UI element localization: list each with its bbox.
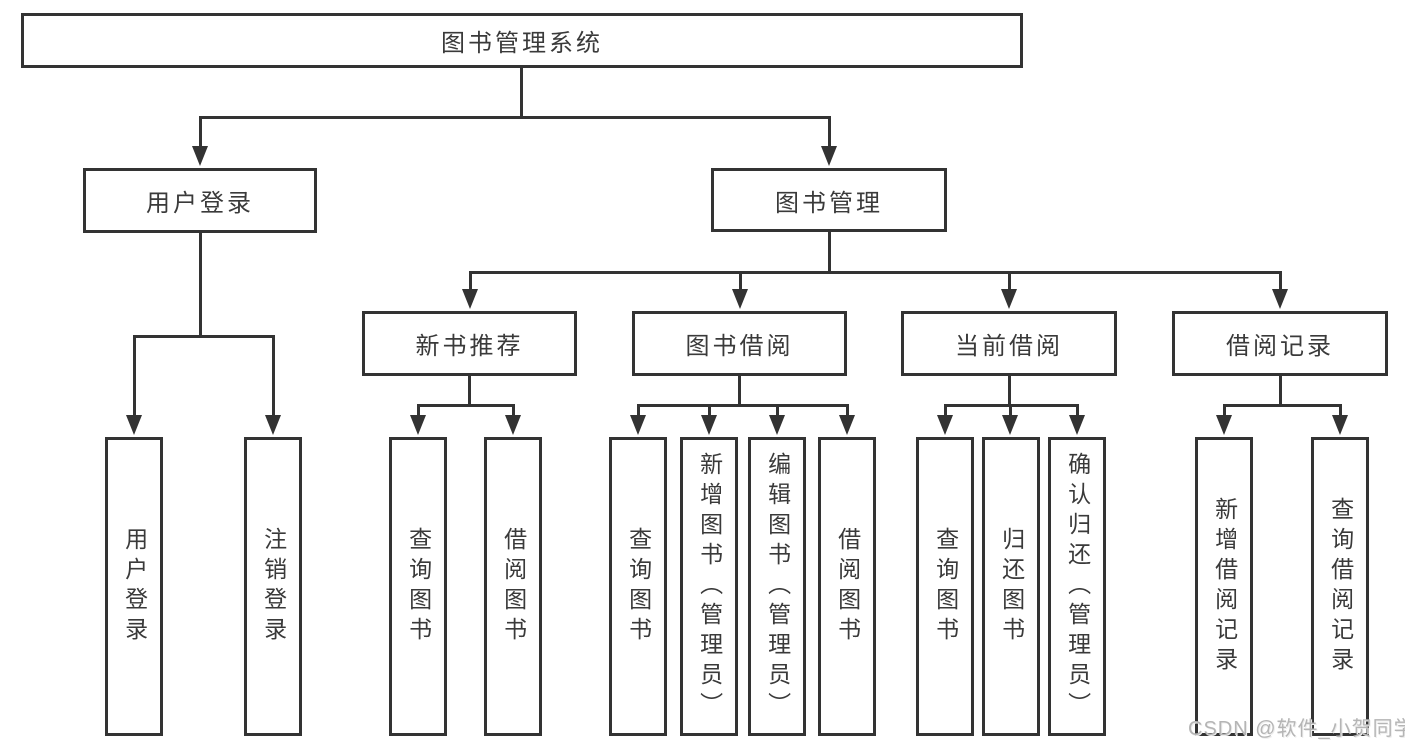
leaf-add-books-admin: 新增图书（管理员） — [680, 437, 738, 736]
connector-segment — [417, 404, 420, 415]
node-label: 注销登录 — [260, 526, 287, 647]
node-label: 归还图书 — [998, 526, 1025, 647]
node-book-management: 图书管理 — [711, 168, 947, 232]
leaf-query-books-2: 查询图书 — [609, 437, 667, 736]
connector-segment — [520, 68, 523, 116]
connector-segment — [1223, 404, 1226, 415]
node-label: 编辑图书（管理员） — [764, 451, 791, 722]
connector-segment — [828, 116, 831, 146]
connector-segment — [1279, 376, 1282, 405]
leaf-borrow-books-1: 借阅图书 — [484, 437, 542, 736]
watermark: CSDN @软件_小贺同学 — [1188, 718, 1405, 740]
leaf-borrow-books-2: 借阅图书 — [818, 437, 876, 736]
node-current-borrowing: 当前借阅 — [901, 311, 1117, 376]
node-library-management-system: 图书管理系统 — [21, 13, 1023, 68]
node-label: 新书推荐 — [415, 333, 524, 360]
leaf-query-books-3: 查询图书 — [916, 437, 974, 736]
node-label: 查询图书 — [932, 526, 959, 647]
node-label: 借阅图书 — [834, 526, 861, 647]
arrow-down-icon — [1216, 415, 1232, 435]
connector-segment — [1076, 404, 1079, 415]
arrow-down-icon — [839, 415, 855, 435]
node-label: 查询图书 — [405, 526, 432, 647]
node-book-borrowing: 图书借阅 — [632, 311, 847, 376]
connector-segment — [417, 404, 514, 407]
arrow-down-icon — [769, 415, 785, 435]
connector-segment — [133, 335, 136, 415]
arrow-down-icon — [937, 415, 953, 435]
node-label: 借阅图书 — [500, 526, 527, 647]
node-label: 图书管理 — [775, 189, 883, 217]
node-label: 查询借阅记录 — [1327, 496, 1354, 677]
node-user-login: 用户登录 — [83, 168, 317, 233]
node-label: 图书借阅 — [685, 333, 794, 360]
arrow-down-icon — [1272, 289, 1288, 309]
leaf-return-books: 归还图书 — [982, 437, 1040, 736]
arrow-down-icon — [630, 415, 646, 435]
connector-segment — [199, 116, 831, 119]
connector-segment — [828, 232, 831, 273]
arrow-down-icon — [265, 415, 281, 435]
connector-segment — [738, 376, 741, 405]
arrow-down-icon — [1001, 289, 1017, 309]
leaf-user-login: 用户登录 — [105, 437, 163, 736]
arrow-down-icon — [505, 415, 521, 435]
node-label: 用户登录 — [146, 190, 254, 217]
arrow-down-icon — [410, 415, 426, 435]
connector-segment — [199, 116, 202, 146]
arrow-down-icon — [1002, 415, 1018, 435]
arrow-down-icon — [192, 146, 208, 166]
connector-segment — [469, 271, 1281, 274]
arrow-down-icon — [821, 146, 837, 166]
connector-segment — [133, 335, 274, 338]
node-label: 图书管理系统 — [441, 30, 603, 57]
node-new-book-recommendation: 新书推荐 — [362, 311, 577, 376]
arrow-down-icon — [1332, 415, 1348, 435]
leaf-query-borrow-record: 查询借阅记录 — [1311, 437, 1369, 736]
connector-segment — [708, 404, 711, 415]
node-label: 当前借阅 — [955, 333, 1063, 360]
connector-segment — [1279, 271, 1282, 289]
arrow-down-icon — [732, 289, 748, 309]
leaf-edit-books-admin: 编辑图书（管理员） — [748, 437, 806, 736]
connector-segment — [1009, 404, 1012, 415]
node-label: 借阅记录 — [1226, 333, 1334, 360]
connector-segment — [846, 404, 849, 415]
node-borrowing-records: 借阅记录 — [1172, 311, 1388, 376]
node-label: 确认归还（管理员） — [1064, 451, 1091, 722]
leaf-query-books-1: 查询图书 — [389, 437, 447, 736]
connector-segment — [944, 404, 947, 415]
node-label: 新增借阅记录 — [1211, 496, 1238, 677]
connector-segment — [1223, 404, 1341, 407]
connector-segment — [512, 404, 515, 415]
connector-segment — [637, 404, 848, 407]
connector-segment — [469, 271, 472, 289]
connector-segment — [739, 271, 742, 289]
node-label: 新增图书（管理员） — [696, 451, 723, 722]
connector-segment — [1008, 376, 1011, 405]
arrow-down-icon — [701, 415, 717, 435]
connector-segment — [637, 404, 640, 415]
connector-segment — [1339, 404, 1342, 415]
leaf-confirm-return-admin: 确认归还（管理员） — [1048, 437, 1106, 736]
connector-segment — [199, 233, 202, 335]
connector-segment — [468, 376, 471, 405]
connector-segment — [272, 335, 275, 415]
arrow-down-icon — [126, 415, 142, 435]
leaf-logout: 注销登录 — [244, 437, 302, 736]
node-label: 用户登录 — [121, 526, 148, 647]
node-label: 查询图书 — [625, 526, 652, 647]
arrow-down-icon — [1069, 415, 1085, 435]
connector-segment — [1008, 271, 1011, 289]
leaf-add-borrow-record: 新增借阅记录 — [1195, 437, 1253, 736]
connector-segment — [776, 404, 779, 415]
arrow-down-icon — [462, 289, 478, 309]
